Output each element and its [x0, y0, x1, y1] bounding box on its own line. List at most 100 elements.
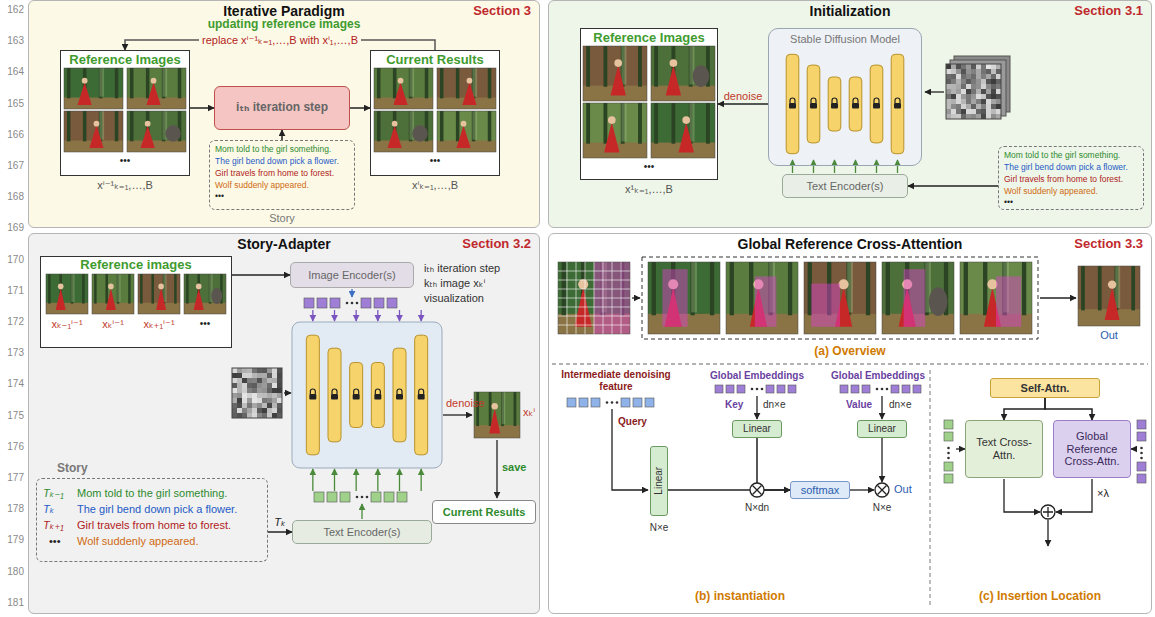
tree-trunk — [1022, 262, 1026, 315]
wire — [377, 310, 378, 321]
wire — [1056, 479, 1092, 512]
lock-shackle — [832, 98, 837, 103]
arrow-label: save — [502, 461, 526, 474]
grid-line — [558, 316, 630, 317]
noise-pixel — [247, 393, 252, 398]
lock-body — [418, 394, 425, 400]
grid-line — [621, 262, 622, 334]
image-floor — [374, 141, 433, 152]
wire — [956, 448, 965, 449]
multiply-symbol — [750, 483, 764, 497]
arrow-connector — [232, 274, 290, 276]
noise-pixel — [262, 368, 267, 373]
story-image — [127, 111, 186, 152]
tree-trunk — [178, 68, 182, 98]
tree-trunk — [983, 262, 987, 315]
panel-ground — [548, 233, 1152, 614]
ellipsis: ••• — [430, 155, 441, 167]
lock-body — [374, 394, 381, 400]
noise-pixel — [981, 64, 986, 69]
noise-pixel — [991, 89, 996, 94]
arrow-label: denoise — [446, 397, 485, 410]
node-label: Initialization — [810, 3, 891, 19]
noise-pixel — [991, 114, 996, 119]
noise-pixel — [946, 99, 951, 104]
noise-pixel — [981, 104, 986, 109]
tree-trunk — [130, 68, 134, 98]
tree-trunk — [393, 68, 397, 98]
noise-pixel — [981, 84, 986, 89]
noise-pixel — [991, 99, 996, 104]
attention-mask — [996, 276, 1021, 326]
noise-pixel — [996, 114, 1001, 119]
noise-pixel — [247, 408, 252, 413]
noise-pixel — [951, 84, 956, 89]
cloak — [393, 82, 407, 105]
noise-pixel — [237, 373, 242, 378]
noise-pixel — [971, 99, 976, 104]
ellipsis: ••• — [200, 318, 211, 330]
noise-pixel — [267, 413, 272, 418]
edge-label: Tₖ — [274, 516, 285, 529]
line-number: 180 — [7, 566, 24, 578]
noise-pixel — [971, 79, 976, 84]
noise-pixel — [966, 99, 971, 104]
tree-trunk — [140, 274, 143, 304]
image-frame — [127, 68, 186, 109]
line-number: 172 — [7, 316, 24, 328]
head — [461, 121, 467, 127]
tree-trunk — [964, 262, 968, 315]
noise-pixel — [966, 89, 971, 94]
node-text: The girl bend down pick a flower. — [215, 157, 339, 167]
noise-pixel — [262, 378, 267, 383]
unet-block — [870, 65, 883, 143]
story-image — [64, 111, 123, 152]
token — [851, 385, 859, 393]
image-frame — [651, 103, 715, 158]
tensor-label: Query — [618, 416, 647, 428]
story-image — [64, 68, 123, 109]
unet-block — [306, 335, 319, 455]
image-floor — [64, 98, 123, 109]
token — [330, 298, 340, 308]
subfigure-caption: (c) Insertion Location — [979, 590, 1101, 604]
lock-shackle — [811, 98, 816, 103]
noise-pixel — [277, 403, 282, 408]
wire — [361, 504, 362, 519]
noise-pixel — [232, 373, 237, 378]
math-label: xⁱ⁻¹ₖ₌₁,…,B — [97, 179, 153, 192]
image-frame — [64, 68, 123, 109]
noise-pixel — [971, 69, 976, 74]
noise-pixel — [946, 79, 951, 84]
tree-trunk — [671, 103, 675, 144]
noise-pixel — [976, 64, 981, 69]
unet-block — [415, 335, 428, 455]
noise-pixel — [277, 413, 282, 418]
image-ground — [558, 262, 630, 334]
noise-pixel — [961, 69, 966, 74]
head — [145, 121, 151, 127]
noise-pixel — [232, 413, 237, 418]
noise-pixel — [252, 398, 257, 403]
noise-pixel — [247, 373, 252, 378]
token — [304, 298, 314, 308]
cloak — [456, 125, 470, 148]
noise-pixel — [966, 64, 971, 69]
wire — [834, 160, 835, 173]
tree-trunk — [128, 274, 131, 304]
head — [467, 78, 473, 84]
noise-pixel — [946, 89, 951, 94]
tree-trunk — [130, 111, 134, 141]
noise-pixel — [262, 388, 267, 393]
noise-pixel — [986, 99, 991, 104]
tree-trunk — [788, 262, 792, 315]
arrow-connector — [1045, 398, 1092, 420]
noise-pixel — [272, 408, 277, 413]
node-label: Self-Attn. — [1021, 382, 1070, 395]
subfigure-caption: (b) instantiation — [695, 590, 785, 604]
ellipsis-dot — [751, 388, 754, 391]
ellipsis-dot — [1140, 457, 1143, 460]
noise-pixel — [981, 114, 986, 119]
noise-pixel — [966, 74, 971, 79]
noise-pixel — [971, 104, 976, 109]
